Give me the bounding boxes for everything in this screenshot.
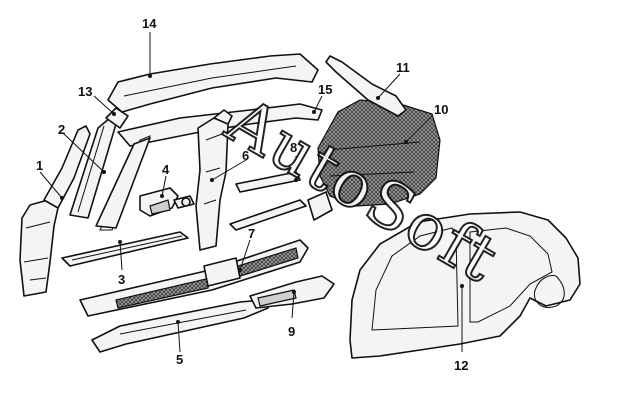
callout-15: 15 [318, 82, 332, 97]
callout-14: 14 [142, 16, 157, 31]
part-13-corner-bracket [105, 107, 129, 129]
part-10-rear-wheelhouse [307, 99, 441, 221]
callout-labels: 1 2 3 4 5 6 7 8 9 10 11 12 13 14 15 [36, 16, 468, 373]
leader-lines [39, 32, 464, 353]
part-1-a-pillar-panel [19, 125, 91, 297]
part-6-b-pillar [195, 109, 233, 251]
callout-10: 10 [434, 102, 448, 117]
part-12-body-side-panel [349, 211, 581, 359]
part-5-lower-rocker [91, 299, 269, 353]
callout-4: 4 [162, 162, 170, 177]
callout-2: 2 [58, 122, 65, 137]
callout-1: 1 [36, 158, 43, 173]
part-11-c-pillar [325, 55, 407, 117]
callout-8: 8 [290, 140, 297, 155]
callout-11: 11 [396, 60, 410, 75]
callout-9: 9 [288, 324, 295, 339]
part-7-rocker-reinforcement [79, 239, 309, 317]
callout-13: 13 [78, 84, 92, 99]
callout-7: 7 [248, 226, 255, 241]
part-14-roof-rail [107, 53, 319, 113]
callout-12: 12 [454, 358, 468, 373]
part-4-hinge-bracket [139, 187, 195, 217]
part-3-sill-strip [61, 231, 189, 267]
callout-5: 5 [176, 352, 183, 367]
callout-6: 6 [242, 148, 249, 163]
part-8-beltline-strip [229, 171, 307, 231]
callout-3: 3 [118, 272, 125, 287]
